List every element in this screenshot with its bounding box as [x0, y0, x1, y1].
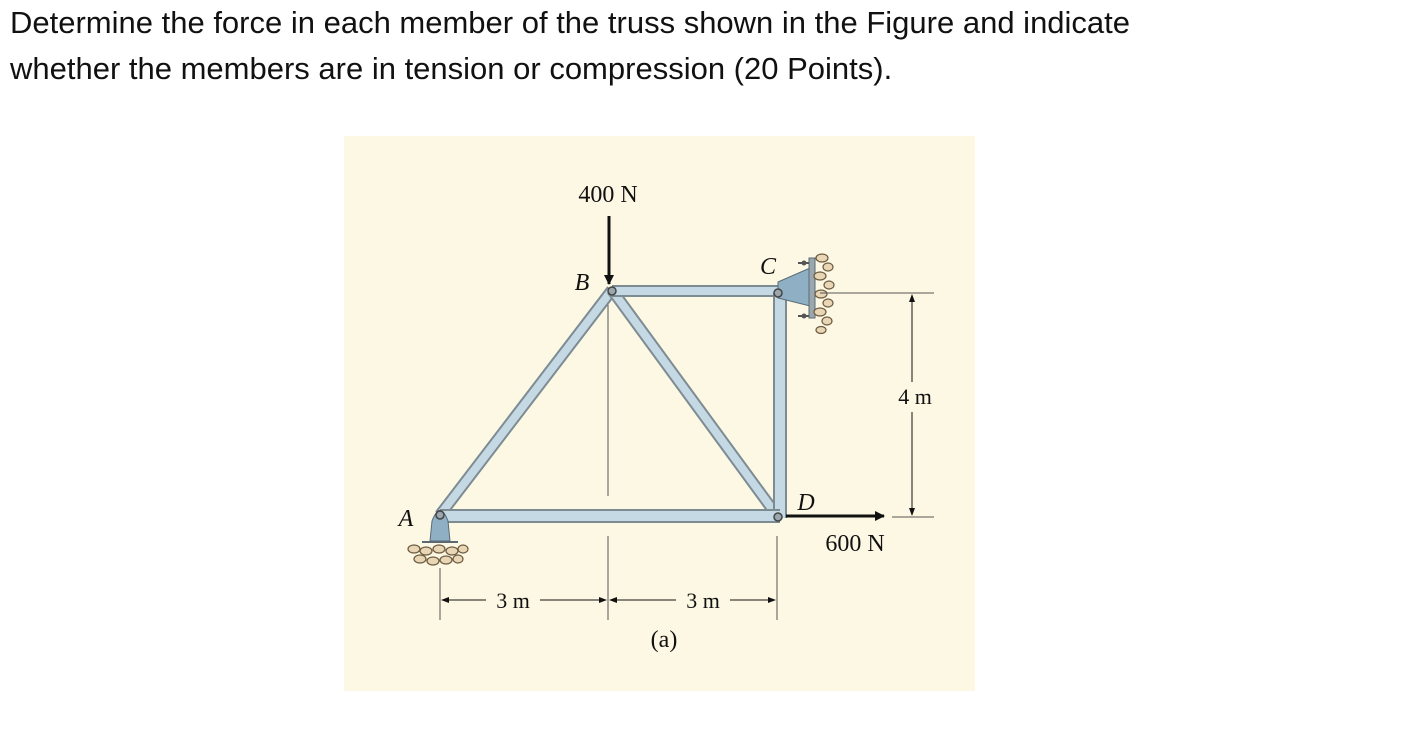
pin-d [773, 512, 783, 522]
dimension-spans: 3 m 3 m [439, 536, 778, 620]
pin-a [435, 510, 445, 520]
problem-line-1: Determine the force in each member of th… [10, 5, 1131, 40]
node-a-label: A [397, 506, 414, 532]
members [435, 285, 787, 523]
figure-caption: (a) [651, 627, 678, 653]
joint-pins [435, 286, 783, 522]
member-ab [435, 286, 617, 519]
pin-b [607, 286, 617, 296]
truss-diagram: 400 N 600 N A B C D 4 m 3 m 3 m [397, 182, 934, 653]
pin-c [773, 288, 783, 298]
dimension-right-span-label: 3 m [686, 588, 720, 613]
problem-statement: Determine the force in each member of th… [10, 0, 1410, 92]
dimension-height-label: 4 m [898, 384, 932, 409]
support-a [422, 510, 458, 543]
problem-line-2: whether the members are in tension or co… [10, 51, 893, 86]
node-c-label: C [760, 254, 777, 280]
wall-rubble-c [813, 253, 835, 335]
dimension-left-span-label: 3 m [496, 588, 530, 613]
node-b-label: B [575, 270, 590, 296]
node-d-label: D [796, 490, 814, 516]
load-400-label: 400 N [578, 182, 637, 208]
ground-rubble-a [407, 544, 469, 566]
truss-figure: 400 N 600 N A B C D 4 m 3 m 3 m [344, 136, 975, 691]
member-bd [607, 286, 783, 521]
dimension-height: 4 m [820, 292, 934, 518]
load-600-label: 600 N [825, 531, 884, 557]
